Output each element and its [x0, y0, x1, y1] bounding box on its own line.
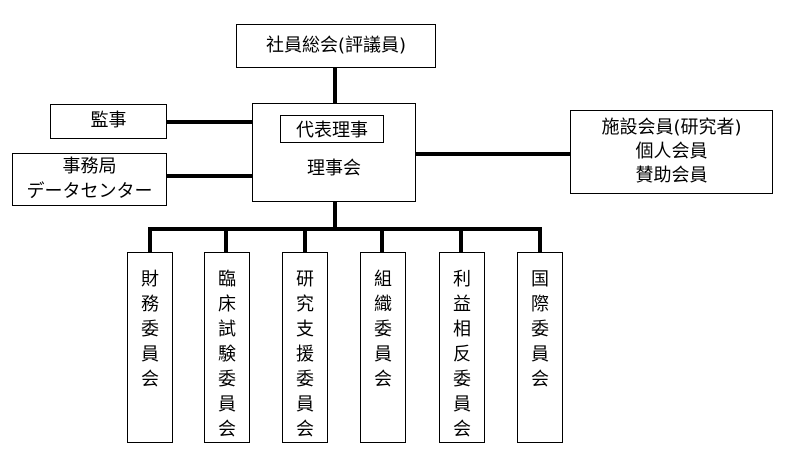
committee-label-char: 究 — [296, 294, 314, 315]
committee-label: 財務委員会 — [141, 267, 159, 392]
auditor-box: 監事 — [50, 104, 167, 139]
committee-label-char: 験 — [218, 344, 236, 365]
committee-label-char: 委 — [453, 369, 471, 390]
general-meeting-label: 社員総会(評議員) — [265, 34, 407, 56]
committee-label-char: 益 — [453, 294, 471, 315]
committee-label: 組織委員会 — [374, 267, 392, 392]
committee-label-char: 反 — [453, 344, 471, 365]
committee-label-char: 試 — [218, 319, 236, 340]
committee-label-char: 会 — [453, 419, 471, 440]
committee-label: 研究支援委員会 — [296, 267, 314, 442]
committee-label-char: 員 — [453, 394, 471, 415]
members-box: 施設会員(研究者) 個人会員 賛助会員 — [570, 110, 773, 194]
secretariat-label: 事務局 — [62, 156, 117, 178]
committee-label-char: 際 — [531, 294, 549, 315]
representative-director-box: 代表理事 — [280, 115, 384, 143]
committee-label-char: 研 — [296, 269, 314, 290]
committee-label-char: 財 — [141, 269, 159, 290]
committee-label-char: 員 — [218, 394, 236, 415]
committee-label-char: 織 — [374, 294, 392, 315]
committee-label-char: 組 — [374, 269, 392, 290]
board-label: 理事会 — [307, 157, 361, 179]
institutional-members-label: 施設会員(研究者) — [601, 116, 742, 138]
committee-research-support: 研究支援委員会 — [282, 252, 328, 443]
committee-organization: 組織委員会 — [360, 252, 406, 443]
committee-international: 国際委員会 — [517, 252, 563, 443]
committee-label-char: 員 — [296, 394, 314, 415]
committee-label-char: 床 — [218, 294, 236, 315]
committee-label-char: 相 — [453, 319, 471, 340]
committee-clinical-trials: 臨床試験委員会 — [204, 252, 250, 443]
committee-label: 利益相反委員会 — [453, 267, 471, 442]
general-meeting-box: 社員総会(評議員) — [236, 24, 436, 68]
committee-label-char: 援 — [296, 344, 314, 365]
committee-label-char: 員 — [531, 344, 549, 365]
committee-label-char: 会 — [374, 369, 392, 390]
committee-label-char: 務 — [141, 294, 159, 315]
committee-label-char: 臨 — [218, 269, 236, 290]
committee-label-char: 国 — [531, 269, 549, 290]
committee-label-char: 委 — [531, 319, 549, 340]
committee-label-char: 支 — [296, 319, 314, 340]
committee-label-char: 会 — [531, 369, 549, 390]
representative-director-label: 代表理事 — [296, 120, 368, 141]
committee-label-char: 委 — [374, 319, 392, 340]
committee-conflict-of-interest: 利益相反委員会 — [439, 252, 485, 443]
secretariat-box: 事務局 データセンター — [12, 153, 167, 206]
committee-label-char: 員 — [374, 344, 392, 365]
committee-label-char: 利 — [453, 269, 471, 290]
committee-label: 臨床試験委員会 — [218, 267, 236, 442]
committee-label-char: 委 — [218, 369, 236, 390]
individual-members-label: 個人会員 — [635, 140, 708, 162]
auditor-label: 監事 — [90, 110, 127, 132]
committee-label-char: 委 — [296, 369, 314, 390]
committee-label-char: 員 — [141, 344, 159, 365]
committee-label-char: 会 — [141, 369, 159, 390]
data-center-label: データセンター — [26, 180, 153, 202]
committee-label-char: 委 — [141, 319, 159, 340]
committee-label: 国際委員会 — [531, 267, 549, 392]
committee-label-char: 会 — [218, 419, 236, 440]
supporting-members-label: 賛助会員 — [635, 165, 708, 187]
committee-finance: 財務委員会 — [127, 252, 173, 443]
committee-label-char: 会 — [296, 419, 314, 440]
